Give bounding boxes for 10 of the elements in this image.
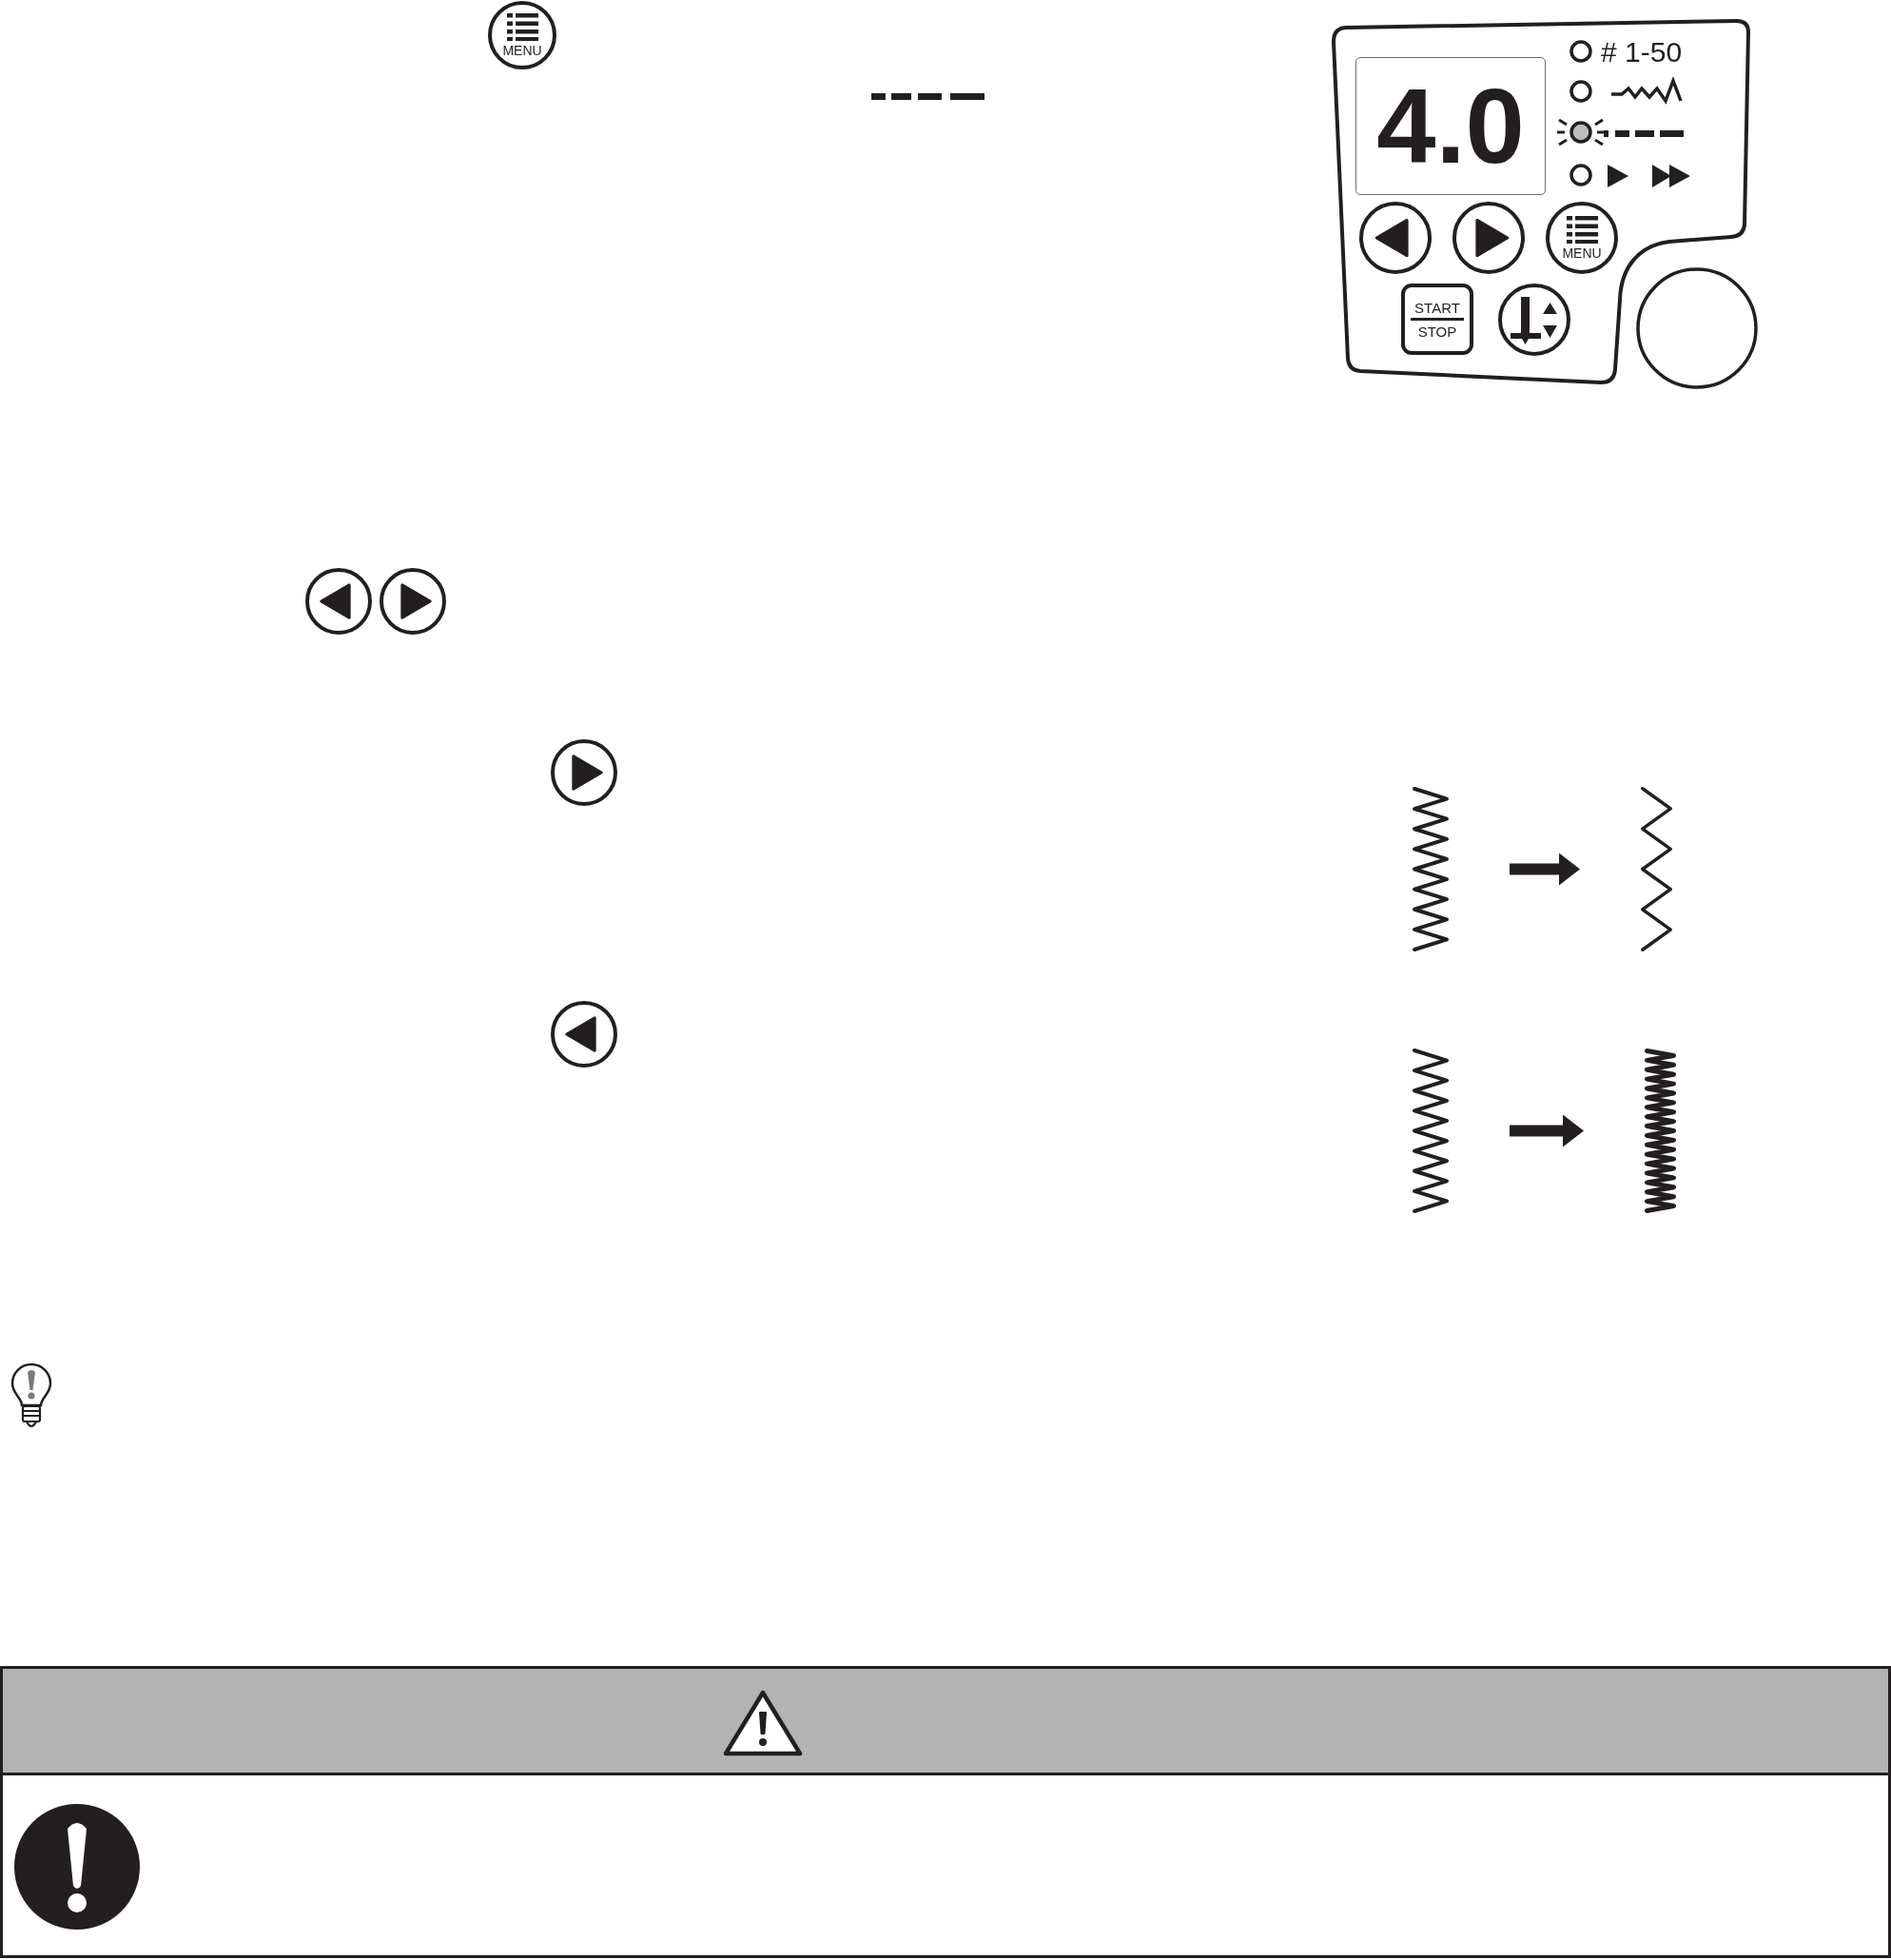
dense-zigzag-stitch-drawing bbox=[1645, 1049, 1676, 1213]
arrow bbox=[1510, 1114, 1584, 1147]
pattern-range-label: # 1-50 bbox=[1601, 38, 1683, 67]
lcd-display: 4.0 bbox=[1355, 57, 1546, 195]
wide-zigzag-stitch-drawing bbox=[1641, 787, 1672, 951]
start-stop-button: START STOP bbox=[1401, 284, 1473, 355]
menu-button: MENU bbox=[488, 1, 556, 69]
zigzag-stitch-drawing bbox=[1413, 787, 1449, 951]
zigzag-stitch-drawing bbox=[1413, 1049, 1449, 1213]
arrow bbox=[1510, 853, 1580, 886]
